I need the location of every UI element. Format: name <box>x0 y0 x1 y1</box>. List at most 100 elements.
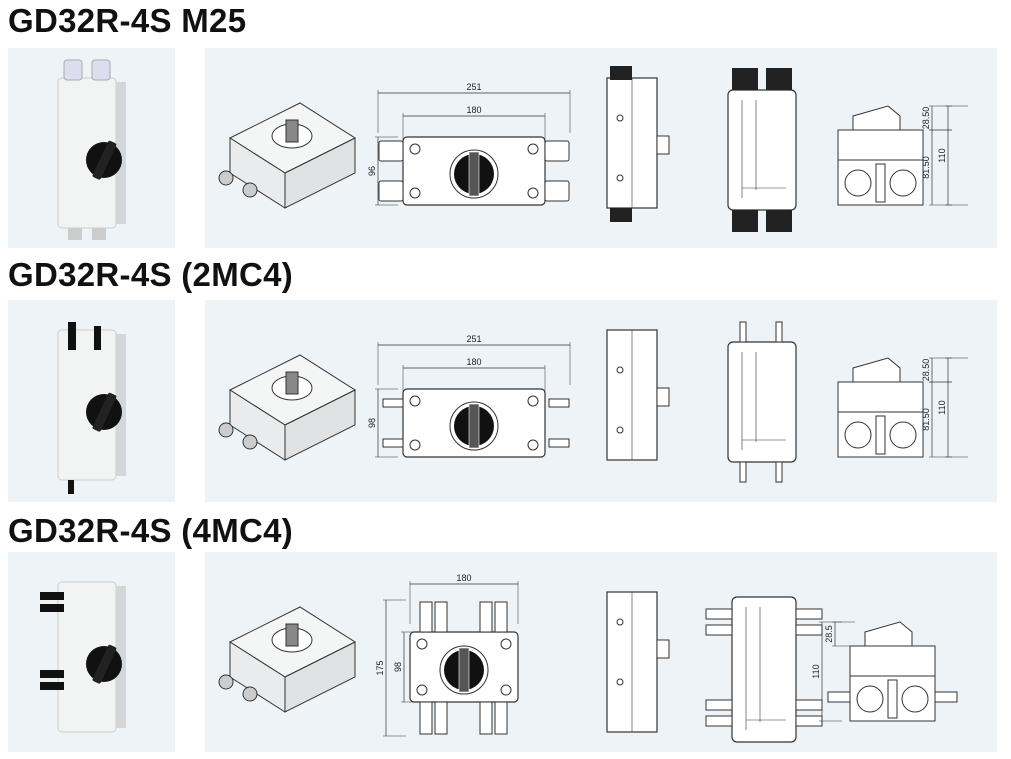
knob-handle <box>92 644 117 684</box>
product-title-2mc4: GD32R-4S (2MC4) <box>8 256 294 293</box>
enclosure-side <box>284 641 356 713</box>
mc4-connector <box>739 321 747 343</box>
product-photo <box>40 581 126 733</box>
mc4-connector <box>494 701 508 735</box>
cable-gland <box>218 170 234 186</box>
enclosure-back-outline <box>727 341 797 463</box>
enclosure-back-outline <box>727 89 797 211</box>
mc4-connector <box>382 438 404 448</box>
mc4-connector <box>548 398 570 408</box>
mounting-hole <box>527 187 539 199</box>
cable-gland <box>242 686 258 702</box>
port-right <box>889 421 917 449</box>
handle-profile <box>864 621 913 647</box>
cable-gland <box>242 434 258 450</box>
screw <box>616 426 624 434</box>
mc4-connector <box>795 699 823 711</box>
product-photo <box>57 59 126 240</box>
dimension-label: 98 <box>393 662 403 672</box>
mounting-hole <box>527 395 539 407</box>
mc4-connector <box>434 701 448 735</box>
dimension-label: 180 <box>466 357 481 367</box>
mounting-hole <box>409 439 421 451</box>
side-view <box>606 66 670 222</box>
mc4-connector <box>548 438 570 448</box>
mc4-connector <box>479 701 493 735</box>
screw <box>616 678 624 686</box>
dimension-label: 180 <box>466 105 481 115</box>
screw <box>616 174 624 182</box>
front-view: 251 180 98 <box>367 334 571 458</box>
port-left <box>856 685 884 713</box>
cable-gland <box>68 228 82 240</box>
mounting-hole <box>409 395 421 407</box>
side-view <box>606 329 670 461</box>
screw <box>616 114 624 122</box>
product-title-m25: GD32R-4S M25 <box>8 2 247 39</box>
knob-handle <box>285 623 299 647</box>
handle-profile <box>852 357 901 383</box>
cable-gland <box>92 228 106 240</box>
mc4-connector <box>705 715 733 727</box>
mc4-connector <box>494 601 508 633</box>
mc4-connector <box>775 461 783 483</box>
mc4-connector <box>382 398 404 408</box>
mc4-connector <box>795 624 823 636</box>
latch <box>887 679 898 719</box>
cable-gland <box>91 59 111 81</box>
mounting-hole <box>416 684 428 696</box>
knob-handle <box>285 371 299 395</box>
mc4-connector <box>40 604 64 612</box>
mc4-connector <box>94 326 101 350</box>
screw <box>616 366 624 374</box>
back-view <box>705 596 823 743</box>
latch <box>875 163 886 203</box>
enclosure-upper <box>849 645 936 677</box>
cable-gland <box>378 140 404 162</box>
dimension-label: 251 <box>466 334 481 344</box>
knob-handle <box>458 647 470 693</box>
enclosure-side <box>116 82 126 224</box>
mc4-connector <box>68 480 74 494</box>
mounting-hole <box>409 143 421 155</box>
mc4-connector <box>419 701 433 735</box>
mounting-hole <box>527 439 539 451</box>
dimension-label: 175 <box>375 660 385 675</box>
cable-gland <box>378 180 404 202</box>
dimension-label: 251 <box>466 82 481 92</box>
mc4-connector <box>795 608 823 620</box>
mounting-hole <box>527 143 539 155</box>
handle-profile <box>852 105 901 131</box>
isometric-view <box>218 102 357 209</box>
cable-gland <box>766 210 792 232</box>
enclosure-side <box>116 586 126 728</box>
mc4-connector <box>419 601 433 633</box>
enclosure-upper <box>837 129 924 161</box>
mc4-connector <box>739 461 747 483</box>
handle-profile <box>656 387 670 407</box>
latch <box>875 415 886 455</box>
mounting-hole <box>416 638 428 650</box>
back-view <box>727 321 797 483</box>
cable-gland <box>610 66 632 80</box>
mc4-connector <box>40 670 64 678</box>
mc4-connector <box>775 321 783 343</box>
cable-gland <box>732 68 758 90</box>
cable-gland <box>544 140 570 162</box>
knob-handle <box>468 403 480 449</box>
dimension-label: 98 <box>367 418 377 428</box>
mc4-connector <box>40 682 64 690</box>
dimension-label: 28.50 <box>921 107 931 130</box>
mc4-connector <box>40 592 64 600</box>
cable-gland <box>218 674 234 690</box>
handle-profile <box>656 135 670 155</box>
product-photo <box>57 322 126 494</box>
port-right <box>889 169 917 197</box>
dimension-label: 110 <box>937 148 947 162</box>
mc4-connector <box>479 601 493 633</box>
